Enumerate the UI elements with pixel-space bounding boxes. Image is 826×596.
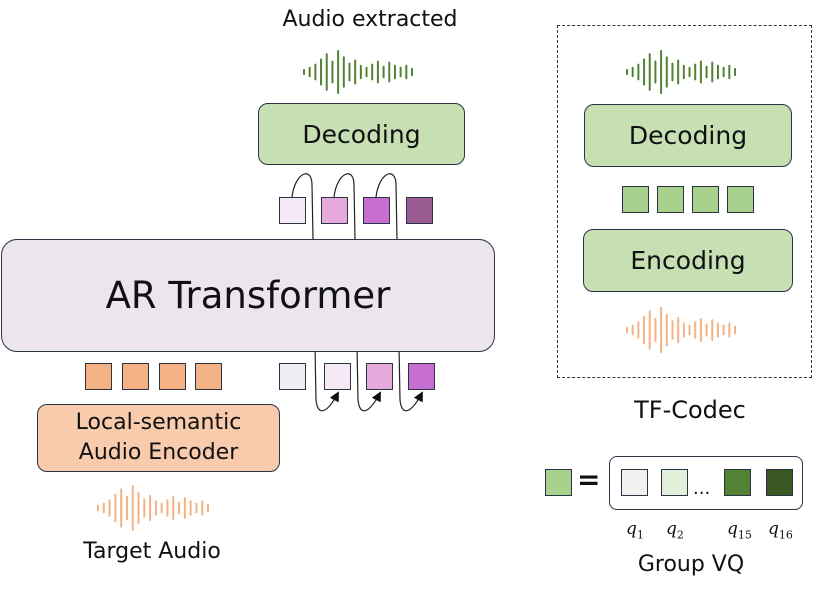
codec-encoding-box: Encoding xyxy=(583,229,793,292)
output-token-3 xyxy=(363,197,390,224)
tf-codec-container xyxy=(557,25,812,378)
waveform-extracted-icon xyxy=(303,50,413,94)
group-vq-label: Group VQ xyxy=(637,552,745,577)
vq-codebook-1 xyxy=(621,469,648,496)
encoder-token-4 xyxy=(195,363,222,390)
codec-token-3 xyxy=(692,186,719,213)
decoding-box: Decoding xyxy=(258,103,465,165)
codec-token-4 xyxy=(727,186,754,213)
audio-encoder-box: Local-semantic Audio Encoder xyxy=(37,404,280,472)
vq-label-q1: q1 xyxy=(626,519,644,542)
target-audio-label: Target Audio xyxy=(83,539,221,564)
vq-codebook-16 xyxy=(766,469,793,496)
codec-decoding-box: Decoding xyxy=(584,104,792,167)
input-token-3 xyxy=(366,363,393,390)
vq-label-q16: q16 xyxy=(768,519,793,542)
decoding-label: Decoding xyxy=(302,119,421,149)
encoder-label-line2: Audio Encoder xyxy=(78,440,239,465)
vq-label-q2: q2 xyxy=(666,519,684,542)
vq-codebook-2 xyxy=(661,469,688,496)
codec-decoding-label: Decoding xyxy=(628,121,748,150)
codec-encoding-label: Encoding xyxy=(630,246,746,275)
codec-token-2 xyxy=(657,186,684,213)
output-token-1 xyxy=(279,197,306,224)
encoder-label-line1: Local-semantic xyxy=(75,410,242,435)
waveform-codec-input-icon xyxy=(626,307,736,353)
encoder-token-3 xyxy=(159,363,186,390)
output-token-4 xyxy=(406,197,433,224)
input-token-4 xyxy=(408,363,435,390)
output-token-2 xyxy=(321,197,348,224)
encoder-token-2 xyxy=(122,363,149,390)
input-token-1 xyxy=(279,363,306,390)
vq-codebook-15 xyxy=(724,469,751,496)
vq-label-q15: q15 xyxy=(727,519,752,542)
input-token-2 xyxy=(324,363,351,390)
codec-token-1 xyxy=(622,186,649,213)
waveform-codec-output-icon xyxy=(626,50,736,94)
vq-group-token xyxy=(545,469,572,496)
audio-extracted-label: Audio extracted xyxy=(282,7,458,32)
ar-transformer-label: AR Transformer xyxy=(105,274,391,317)
encoder-token-1 xyxy=(85,363,112,390)
equals-sign: = xyxy=(577,463,601,496)
waveform-target-icon xyxy=(97,485,209,531)
ar-transformer-box: AR Transformer xyxy=(1,239,495,352)
vq-ellipsis: ... xyxy=(693,478,711,499)
tf-codec-label: TF-Codec xyxy=(634,396,746,424)
